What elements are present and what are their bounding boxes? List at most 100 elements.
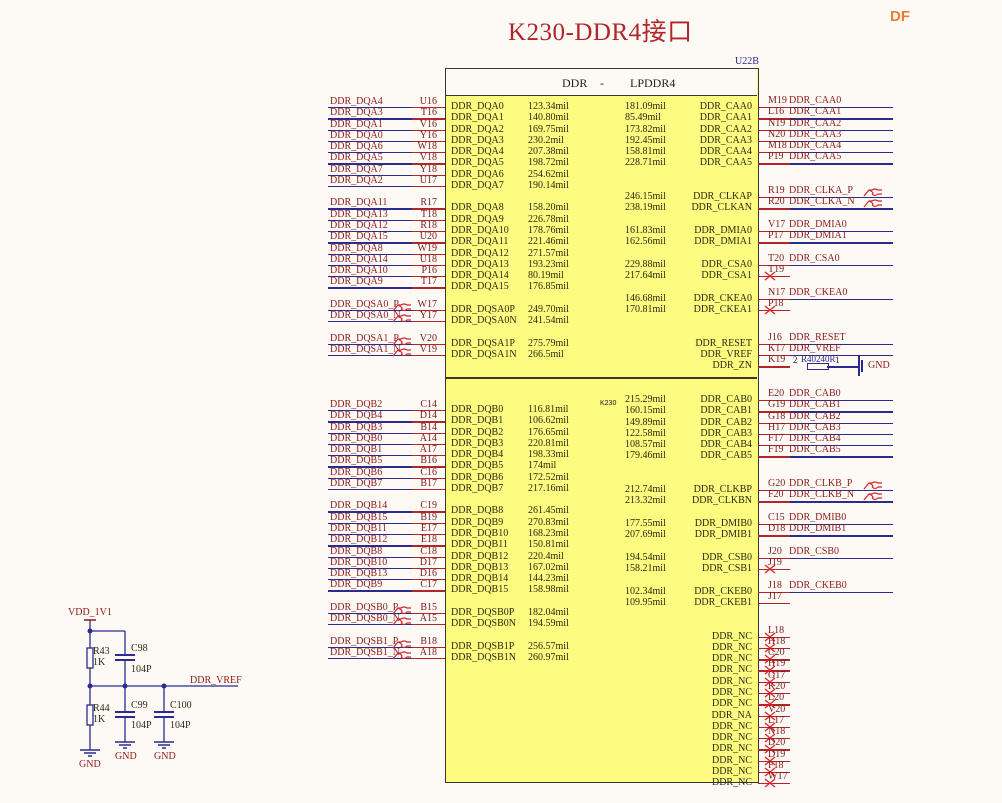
net-label[interactable]: DDR_VREF [789, 342, 841, 354]
net-label[interactable]: DDR_DQA10 [330, 265, 388, 277]
net-wire [790, 535, 893, 537]
net-wire [328, 264, 412, 267]
chip-pin-name: DDR_DQB11 [451, 539, 508, 551]
net-label[interactable]: DDR_DQA0 [330, 129, 383, 141]
net-label[interactable]: DDR_DQSA0_P [330, 298, 399, 310]
net-label[interactable]: DDR_RESET [789, 331, 846, 343]
net-label[interactable]: DDR_CAB3 [789, 421, 841, 433]
net-label[interactable]: DDR_DQB12 [330, 534, 388, 546]
net-label[interactable]: DDR_CLKB_N [789, 489, 855, 501]
net-label[interactable]: DDR_CKEB0 [789, 579, 847, 591]
net-label[interactable]: DDR_DQB4 [330, 410, 383, 422]
net-label[interactable]: DDR_DQSB1_P [330, 635, 399, 647]
net-label[interactable]: DDR_DQB8 [330, 545, 383, 557]
net-label[interactable]: DDR_DQB9 [330, 579, 383, 591]
pin-line [758, 693, 790, 695]
chip-pin-name: DDR_DQB15 [451, 584, 509, 596]
net-label[interactable]: DDR_CAA4 [789, 140, 842, 152]
net-label[interactable]: DDR_DQA11 [330, 197, 388, 209]
net-label[interactable]: DDR_CAA1 [789, 106, 842, 118]
net-wire [328, 533, 412, 536]
chip-mark: K230 [600, 400, 617, 407]
net-label[interactable]: DDR_CAA0 [789, 95, 842, 106]
pin-number: R19 [768, 185, 785, 197]
net-label[interactable]: DDR_DQA3 [330, 107, 383, 119]
pin-number: A18 [419, 646, 437, 658]
net-label[interactable]: DDR_DQA6 [330, 141, 383, 153]
pin-number: P18 [768, 297, 784, 309]
net-label[interactable]: DDR_DQA9 [330, 276, 383, 288]
net-label[interactable]: DDR_CAB0 [789, 388, 841, 399]
net-label[interactable]: DDR_CSB0 [789, 545, 840, 557]
net-label[interactable]: DDR_DQB5 [330, 455, 383, 467]
net-label[interactable]: DDR_DQA7 [330, 163, 383, 175]
net-label[interactable]: DDR_CAB4 [789, 433, 841, 445]
pin-number: T18 [420, 208, 437, 220]
pin-number: C15 [768, 511, 785, 523]
net-label[interactable]: DDR_CAA3 [789, 128, 842, 140]
net-label[interactable]: DDR_CAB5 [789, 444, 841, 456]
net-label[interactable]: DDR_DQA14 [330, 253, 388, 265]
net-label[interactable]: DDR_DQA5 [330, 152, 383, 164]
net-label[interactable]: DDR_DQB0 [330, 432, 383, 444]
net-label[interactable]: DDR_DQB3 [330, 421, 383, 433]
net-label[interactable]: DDR_DQSB0_N [330, 613, 401, 625]
net-label[interactable]: DDR_DQB6 [330, 466, 383, 478]
net-label[interactable]: DDR_DQB7 [330, 477, 383, 489]
pin-line [758, 726, 790, 729]
chip-pin-name: DDR_DMIA0 [694, 224, 752, 236]
pin-line [412, 253, 445, 255]
pin-number: K17 [768, 342, 786, 354]
net-label[interactable]: DDR_DMIA1 [789, 230, 847, 242]
net-label[interactable]: DDR_CLKA_N [789, 196, 855, 208]
net-label[interactable]: DDR_DQSA0_N [330, 310, 401, 322]
trace-length: 149.89mil [625, 416, 666, 428]
net-label[interactable]: DDR_DQA13 [330, 208, 388, 220]
net-label[interactable]: DDR_DQSB1_N [330, 646, 401, 658]
net-label[interactable]: DDR_DMIA0 [789, 218, 847, 230]
net-label[interactable]: DDR_DQB10 [330, 556, 388, 568]
junction-dot [87, 628, 93, 634]
diff-pair-icon [863, 492, 882, 501]
net-label[interactable]: DDR_DMIB0 [789, 511, 847, 523]
net-label[interactable]: DDR_DQSA1_N [330, 343, 401, 355]
net-label[interactable]: DDR_DQA4 [330, 96, 383, 107]
net-label[interactable]: DDR_CAB1 [789, 399, 841, 411]
chip-u22b[interactable] [445, 68, 759, 783]
pin-line [412, 488, 445, 491]
net-wire [328, 219, 412, 221]
net-label[interactable]: DDR_DQA15 [330, 231, 388, 243]
net-label[interactable]: DDR_DQA8 [330, 242, 383, 254]
net-label[interactable]: DDR_DQB14 [330, 500, 388, 512]
net-label[interactable]: DDR_DQB15 [330, 511, 388, 523]
net-label[interactable]: DDR_DQB11 [330, 522, 387, 534]
net-label[interactable]: DDR_DQB13 [330, 568, 388, 580]
net-label[interactable]: DDR_DQA2 [330, 174, 383, 186]
net-label[interactable]: DDR_DQSB0_P [330, 601, 399, 613]
net-label[interactable]: DDR_DMIB1 [789, 523, 847, 535]
net-label[interactable]: DDR_DQA1 [330, 118, 383, 130]
net-wire [328, 421, 412, 423]
chip-pin-name: DDR_NC [711, 732, 752, 744]
net-wire [790, 501, 893, 503]
pin-number: T19 [768, 264, 785, 276]
net-label[interactable]: DDR_CKEA0 [789, 286, 848, 298]
net-label[interactable]: DDR_CLKB_P [789, 478, 853, 490]
net-label[interactable]: DDR_CLKA_P [789, 185, 853, 197]
chip-pin-name: DDR_CAA5 [699, 157, 752, 169]
chip-pin-name: DDR_NA [711, 709, 752, 721]
net-label[interactable]: DDR_CAA5 [789, 151, 842, 163]
net-label[interactable]: DDR_DQSA1_P [330, 332, 399, 344]
net-label[interactable]: DDR_DQB2 [330, 399, 383, 410]
pin-line [758, 411, 790, 413]
net-label[interactable]: DDR_CAA2 [789, 117, 842, 129]
net-wire [790, 591, 893, 593]
net-label[interactable]: DDR_CSA0 [789, 252, 840, 264]
pin-line [412, 309, 445, 312]
net-label[interactable]: DDR_DQB1 [330, 444, 383, 456]
net-label[interactable]: DDR_CAB2 [789, 410, 841, 422]
pin-number: N20 [768, 128, 786, 140]
net-wire [328, 287, 412, 289]
net-label[interactable]: DDR_DQA12 [330, 219, 388, 231]
